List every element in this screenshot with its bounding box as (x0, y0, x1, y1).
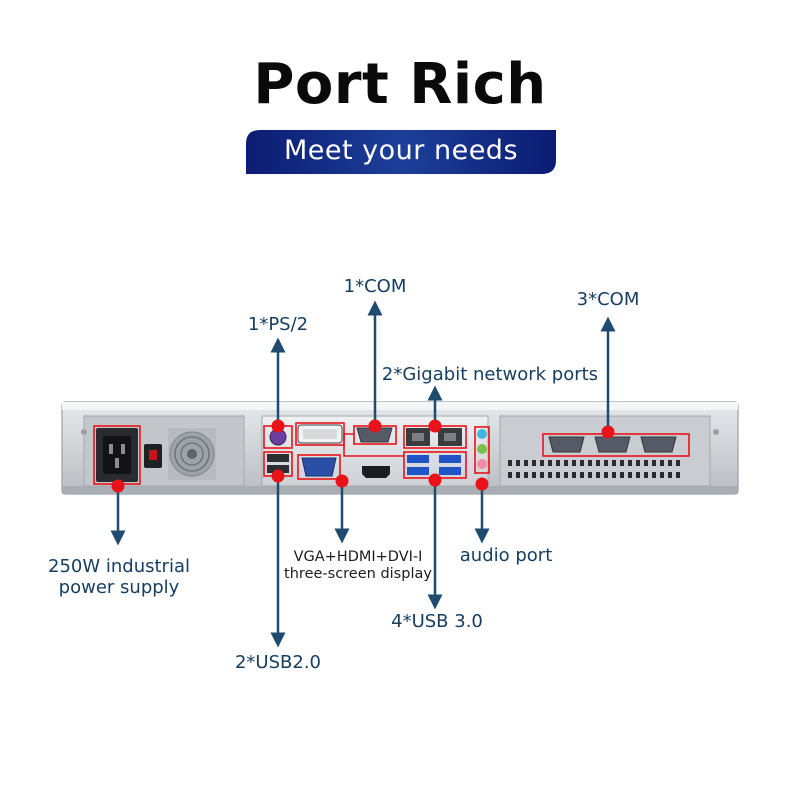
label-power-line1: 250W industrial (48, 556, 190, 577)
fan-icon (168, 428, 216, 480)
label-usb2: 2*USB2.0 (234, 652, 322, 673)
marker-dot-com1 (368, 419, 382, 433)
marker-dot-ps2 (271, 419, 285, 433)
vga-port (301, 457, 337, 477)
marker-dot-usb2 (271, 469, 285, 483)
label-display-line2: three-screen display (284, 566, 432, 583)
marker-dot-network (428, 419, 442, 433)
label-power-line2: power supply (58, 577, 180, 599)
network-ports (406, 428, 462, 446)
marker-dot-power (111, 479, 125, 493)
vent-grille (505, 455, 685, 485)
label-usb3: 4*USB 3.0 (391, 611, 483, 632)
marker-dot-display (335, 474, 349, 488)
hdmi-port (362, 466, 390, 478)
power-supply (96, 428, 162, 482)
label-display-line1: VGA+HDMI+DVI-I (293, 549, 423, 565)
label-audio: audio port (459, 545, 553, 566)
usb2-ports (267, 454, 289, 473)
marker-dot-com3 (601, 425, 615, 439)
com-ports-triple (548, 436, 677, 453)
audio-jacks (477, 429, 487, 469)
label-power-supply: 250W industrial power supply (30, 556, 208, 598)
usb3-ports (407, 455, 461, 475)
label-com1: 1*COM (343, 276, 407, 297)
page-title: Port Rich (253, 52, 547, 117)
dvi-port (297, 424, 343, 444)
marker-dot-audio (475, 477, 489, 491)
label-display: VGA+HDMI+DVI-I three-screen display (276, 549, 440, 583)
marker-dot-usb3 (428, 473, 442, 487)
page-subtitle: Meet your needs (283, 135, 519, 166)
subtitle-banner (246, 130, 556, 174)
label-com3: 3*COM (576, 289, 640, 310)
label-ps2: 1*PS/2 (247, 314, 309, 335)
label-network: 2*Gigabit network ports (381, 364, 599, 385)
